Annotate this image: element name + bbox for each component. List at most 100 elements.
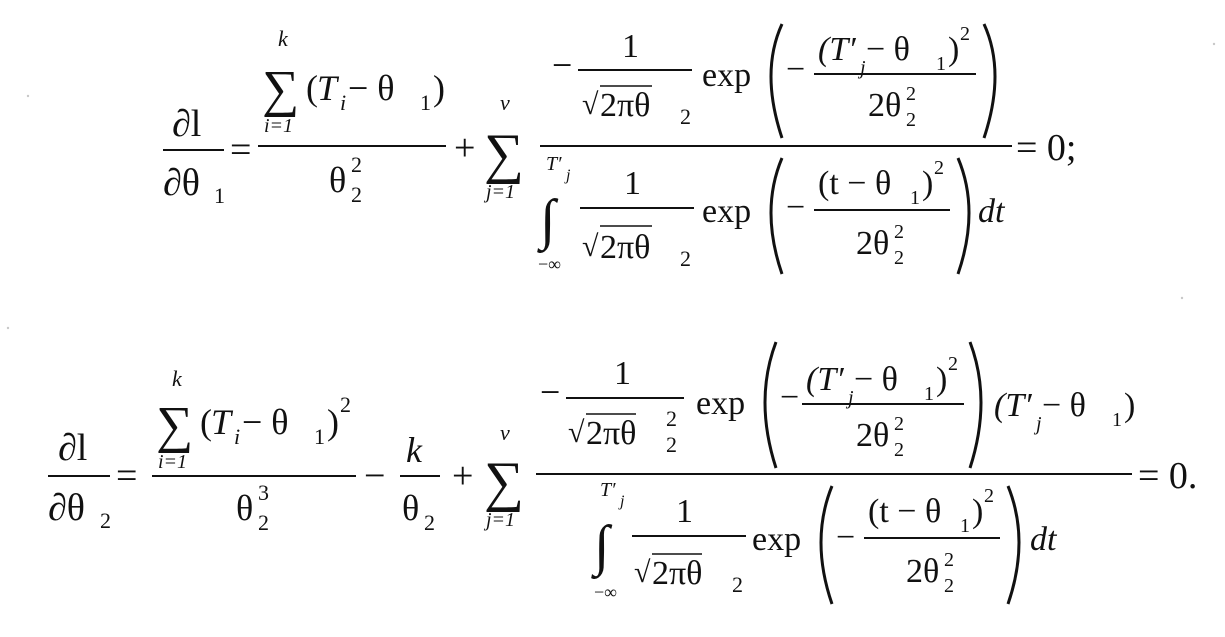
rhs: = 0;: [1016, 127, 1077, 169]
integral-sign: ∫: [591, 515, 613, 580]
exp-open-paren: [763, 341, 778, 469]
inner-denominator-subscript: 2: [906, 109, 916, 131]
den-coef-denominator-subscript: 2: [732, 572, 743, 597]
exp-function: exp: [696, 385, 745, 422]
term1-denominator: θ: [236, 488, 253, 528]
den-exp-open-paren: [769, 157, 784, 275]
tail-close-paren: ): [1124, 387, 1135, 424]
sum-upper-limit: ν: [500, 420, 510, 445]
tail-expression: (T′: [994, 387, 1032, 424]
den-exp-close-paren: [956, 157, 971, 275]
equation-1: ∂l ∂θ 1 = k ∑ i=1 ( T i − θ 1 ) θ 2 2 + …: [163, 23, 1077, 275]
exp-open-paren: [769, 23, 784, 139]
sqrt-sign: √: [582, 230, 599, 263]
den-inner-superscript: 2: [984, 485, 994, 507]
inner-superscript: 2: [948, 353, 958, 375]
term1-denominator-superscript: 2: [351, 152, 362, 177]
k-numerator: k: [406, 430, 423, 470]
tail-theta-subscript: 1: [1112, 409, 1122, 431]
inner-minus: −: [786, 51, 805, 88]
k-denominator-subscript: 2: [424, 510, 435, 535]
scan-speck: [6, 326, 10, 330]
k-denominator: θ: [402, 488, 419, 528]
term1-superscript: 2: [340, 392, 351, 417]
den-inner-superscript: 2: [934, 157, 944, 179]
term1-denominator: θ: [329, 160, 346, 200]
lhs-numerator: ∂l: [58, 427, 87, 469]
integral-upper-limit: T′: [600, 479, 616, 501]
term1-denominator-superscript: 3: [258, 480, 269, 505]
coef-denominator: 2πθ: [586, 415, 636, 452]
term1-close-paren: ): [327, 402, 339, 442]
term1-variable: T: [211, 402, 234, 442]
sum-lower-limit: i=1: [158, 451, 187, 473]
integral-upper-limit-subscript: j: [618, 493, 625, 510]
dt-differential: dt: [978, 193, 1006, 230]
inner-theta-subscript: 1: [936, 53, 946, 75]
den-inner-numerator: (t − θ: [818, 165, 891, 202]
summation-sign: ∑: [262, 61, 299, 118]
sum-upper-limit: k: [278, 26, 289, 51]
lhs-denominator: ∂θ: [48, 487, 85, 529]
scan-speck: [1212, 42, 1216, 46]
den-coef-numerator: 1: [676, 493, 693, 530]
lhs-denominator: ∂θ: [163, 162, 200, 204]
den-inner-numerator-subscript: 1: [910, 187, 920, 209]
plus-sign: +: [452, 455, 473, 497]
inner-superscript: 2: [960, 23, 970, 45]
term1-variable-subscript: i: [234, 424, 240, 449]
integral-sign: ∫: [537, 189, 559, 254]
sqrt-sign: √: [568, 416, 585, 449]
sum-lower-limit: i=1: [264, 115, 293, 137]
inner-numerator-rest: − θ: [866, 31, 910, 68]
inner-close-paren: ): [948, 31, 959, 68]
den-inner-denominator-subscript: 2: [894, 247, 904, 269]
term1-minus-theta: − θ: [242, 402, 289, 442]
integral-lower-limit: −∞: [594, 582, 617, 602]
inner-minus: −: [780, 379, 799, 416]
integral-upper-limit: T′: [546, 153, 562, 175]
equals-sign: =: [230, 129, 251, 171]
inner-numerator-rest: − θ: [854, 361, 898, 398]
scan-speck: [26, 94, 30, 98]
lhs-denominator-subscript: 1: [214, 183, 225, 208]
equals-sign: =: [116, 455, 137, 497]
coef-numerator: 1: [614, 355, 631, 392]
den-inner-close-paren: ): [972, 493, 983, 530]
inner-numerator: (T′: [818, 31, 856, 68]
integral-upper-limit-subscript: j: [564, 167, 571, 184]
lhs-numerator: ∂l: [172, 103, 201, 145]
inner-denominator: 2θ: [868, 87, 901, 124]
den-coef-numerator: 1: [624, 165, 641, 202]
sum-upper-limit: ν: [500, 90, 510, 115]
inner-numerator: (T′: [806, 361, 844, 398]
term1-variable-subscript: i: [340, 90, 346, 115]
den-inner-numerator: (t − θ: [868, 493, 941, 530]
coef-denominator-superscript: 2: [666, 406, 677, 431]
rhs: = 0.: [1138, 455, 1197, 497]
summation-sign: ∑: [484, 451, 524, 513]
den-inner-minus: −: [836, 519, 855, 556]
tail-rest: − θ: [1042, 387, 1086, 424]
sqrt-sign: √: [582, 88, 599, 121]
lhs-denominator-subscript: 2: [100, 508, 111, 533]
den-coef-denominator: 2πθ: [652, 555, 702, 592]
sum-upper-limit: k: [172, 366, 183, 391]
exp-close-paren: [982, 23, 997, 139]
den-inner-denominator: 2θ: [906, 553, 939, 590]
exp-function: exp: [752, 521, 801, 558]
inner-numerator-subscript: j: [857, 57, 866, 79]
inner-numerator-subscript: j: [845, 387, 854, 409]
inner-theta-subscript: 1: [924, 383, 934, 405]
den-inner-minus: −: [786, 189, 805, 226]
summation-sign: ∑: [156, 397, 193, 454]
sum-lower-limit: j=1: [483, 181, 515, 203]
term1-open-paren: (: [200, 402, 212, 442]
term1-minus-theta: − θ: [348, 68, 395, 108]
den-coef-denominator-subscript: 2: [680, 246, 691, 271]
scan-speck: [1180, 296, 1184, 300]
den-exp-open-paren: [819, 485, 834, 605]
term1-denominator-subscript: 2: [258, 510, 269, 535]
inner-denominator-superscript: 2: [894, 413, 904, 435]
